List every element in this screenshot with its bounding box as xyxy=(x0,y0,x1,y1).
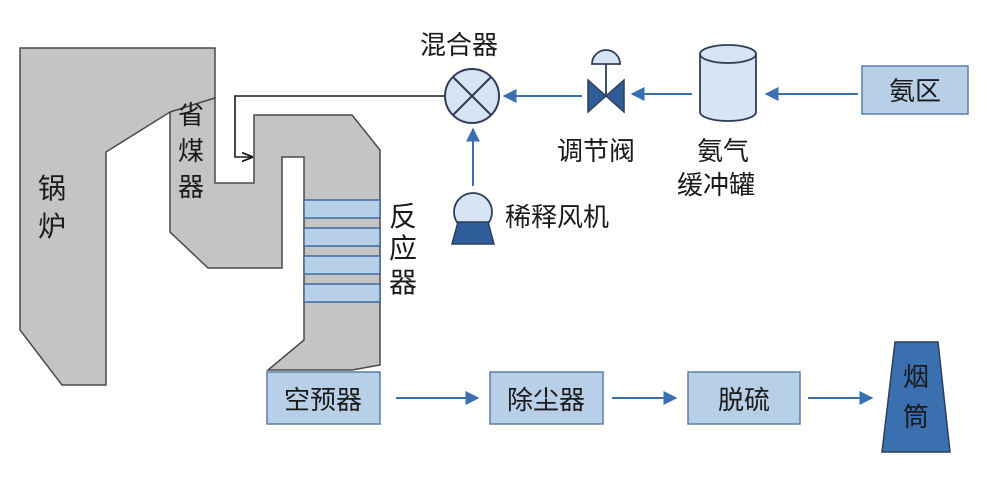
air-preheater-label: 空预器 xyxy=(284,386,362,416)
reactor-catalyst-layers xyxy=(303,199,381,303)
control-valve-icon xyxy=(587,49,625,114)
chimney-shape: 烟 筒 xyxy=(881,341,951,453)
cylinder-tank-icon xyxy=(699,44,757,122)
injection-line xyxy=(234,95,445,157)
mixer-label: 混合器 xyxy=(420,31,498,61)
ammonia-buffer-tank-label-line-2: 缓冲罐 xyxy=(677,171,755,201)
reactor-label-char-1: 反 xyxy=(389,200,417,233)
control-valve-label: 调节阀 xyxy=(557,137,635,167)
ammonia-area-label: 氨区 xyxy=(889,77,941,107)
reactor-label-char-3: 器 xyxy=(389,266,417,299)
catalyst-layer xyxy=(303,227,381,247)
dilution-fan-label: 稀释风机 xyxy=(505,203,609,233)
boiler-label-char-2: 炉 xyxy=(38,210,66,243)
air-preheater-box: 空预器 xyxy=(266,371,381,425)
reactor-label-char-2: 应 xyxy=(389,232,417,265)
boiler-label-char-1: 锅 xyxy=(38,172,66,205)
ammonia-buffer-tank-label-line-1: 氨气 xyxy=(697,137,749,167)
mixer-x-circle-icon xyxy=(444,68,500,124)
chimney-label-char-2: 筒 xyxy=(903,403,929,433)
boiler-shape xyxy=(19,47,216,386)
catalyst-layer xyxy=(303,255,381,275)
economizer-label-char-1: 省 xyxy=(178,101,204,131)
chimney-label-char-1: 烟 xyxy=(903,363,929,393)
dust-collector-box: 除尘器 xyxy=(489,371,604,425)
desulfurization-box: 脱硫 xyxy=(687,371,801,425)
blower-fan-icon xyxy=(451,192,495,245)
catalyst-layer xyxy=(303,283,381,303)
economizer-label-char-3: 器 xyxy=(178,173,204,203)
dust-collector-label: 除尘器 xyxy=(507,386,585,416)
economizer-label-char-2: 煤 xyxy=(178,137,204,167)
ammonia-area-box: 氨区 xyxy=(861,65,969,115)
desulfurization-label: 脱硫 xyxy=(718,386,770,416)
catalyst-layer xyxy=(303,199,381,219)
